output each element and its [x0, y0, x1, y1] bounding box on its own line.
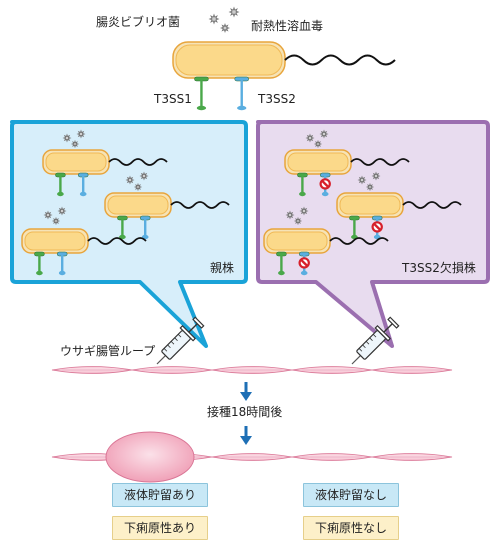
bacterium-cell	[42, 149, 168, 197]
syringe-icon	[156, 316, 205, 365]
t3ss2-apparatus-stalk	[82, 176, 85, 194]
toxin-particle-icon	[313, 139, 323, 149]
t3ss2-apparatus-tip	[300, 270, 308, 276]
toxin-particle-icon	[208, 13, 220, 25]
flagellum	[284, 54, 396, 66]
t3ss1-apparatus-stalk	[353, 219, 356, 237]
t3ss1-apparatus-stalk	[301, 176, 304, 194]
toxin-particle-icon	[357, 175, 367, 185]
bacterium-cell	[21, 228, 147, 276]
t3ss2-apparatus-stalk	[144, 219, 147, 237]
flagellum	[350, 158, 410, 166]
toxin-particle-icon	[76, 129, 86, 139]
toxin-particle-icon	[305, 133, 315, 143]
t3ss1-apparatus-stalk	[280, 255, 283, 273]
no-symbol-icon	[319, 178, 331, 190]
toxin-particle-icon	[299, 206, 309, 216]
toxin-particle-icon	[228, 6, 240, 18]
time-label: 接種18時間後	[207, 405, 283, 419]
flagellum	[402, 201, 462, 209]
swollen-loop	[105, 431, 195, 483]
bacterium-label: 腸炎ビブリオ菌	[96, 15, 181, 29]
t3ss2-apparatus-tip	[237, 105, 247, 111]
t3ss1-apparatus-stalk	[200, 80, 203, 108]
toxin-particle-icon	[70, 139, 80, 149]
toxin-particle-icon	[220, 23, 230, 33]
cell-body	[107, 195, 169, 215]
t3ss2-label: T3SS2	[258, 92, 296, 106]
flagellum	[170, 201, 230, 209]
t3ss2-apparatus-stalk	[240, 80, 243, 108]
cell-body	[45, 152, 107, 172]
t3ss1-apparatus-tip	[299, 191, 306, 197]
down-arrow-icon	[240, 426, 252, 445]
down-arrow-icon	[240, 382, 252, 401]
diarrhea-result-box-parent: 下痢原性あり	[112, 516, 208, 540]
toxin-particle-icon	[133, 182, 143, 192]
t3ss1-apparatus-stalk	[59, 176, 62, 194]
toxin-particle-icon	[371, 171, 381, 181]
mutant-strain-label: T3SS2欠損株	[402, 261, 476, 275]
cell-body	[266, 231, 328, 251]
diarrhea-result-box-mutant: 下痢原性なし	[303, 516, 399, 540]
bacterium-cell	[336, 192, 462, 240]
flagellum	[108, 158, 168, 166]
toxin-particle-icon	[293, 216, 303, 226]
toxin-particle-icon	[57, 206, 67, 216]
cell-body	[339, 195, 401, 215]
toxin-particle-icon	[62, 133, 72, 143]
bacterium-cell	[284, 149, 410, 197]
cell-body	[287, 152, 349, 172]
t3ss2-apparatus-tip	[321, 191, 329, 197]
syringe-icon	[351, 316, 400, 365]
t3ss2-apparatus-stalk	[61, 255, 64, 273]
flagellum	[329, 237, 389, 245]
fluid-result-box-parent: 液体貯留あり	[112, 483, 208, 507]
no-symbol-icon	[371, 221, 383, 233]
flagellum	[87, 237, 147, 245]
t3ss1-apparatus-stalk	[38, 255, 41, 273]
toxin-particle-icon	[51, 216, 61, 226]
cell-body	[24, 231, 86, 251]
no-symbol-icon	[298, 257, 310, 269]
parent-strain-label: 親株	[210, 261, 235, 275]
toxin-particle-icon	[365, 182, 375, 192]
cell-body	[175, 44, 283, 76]
toxin-particle-icon	[43, 210, 53, 220]
toxin-particle-icon	[139, 171, 149, 181]
bacterium-cell	[172, 41, 396, 111]
t3ss1-apparatus-tip	[278, 270, 285, 276]
bacterium-cell	[104, 192, 230, 240]
rabbit-ileal-loop	[51, 366, 453, 374]
t3ss1-apparatus-stalk	[121, 219, 124, 237]
toxin-label: 耐熱性溶血毒	[251, 19, 324, 33]
t3ss2-apparatus-tip	[58, 270, 66, 276]
t3ss1-label: T3SS1	[154, 92, 192, 106]
ileal-loop-label: ウサギ腸管ループ	[60, 344, 156, 358]
toxin-particle-icon	[125, 175, 135, 185]
t3ss1-apparatus-tip	[57, 191, 64, 197]
mutant-strain-panel	[256, 120, 490, 348]
fluid-result-box-mutant: 液体貯留なし	[303, 483, 399, 507]
t3ss1-apparatus-tip	[196, 105, 207, 111]
toxin-particle-icon	[319, 129, 329, 139]
t3ss2-apparatus-tip	[79, 191, 87, 197]
toxin-particle-icon	[285, 210, 295, 220]
t3ss1-apparatus-tip	[119, 234, 126, 240]
t3ss1-apparatus-tip	[36, 270, 43, 276]
bacterium-cell	[263, 228, 389, 276]
parent-strain-panel	[10, 120, 248, 348]
